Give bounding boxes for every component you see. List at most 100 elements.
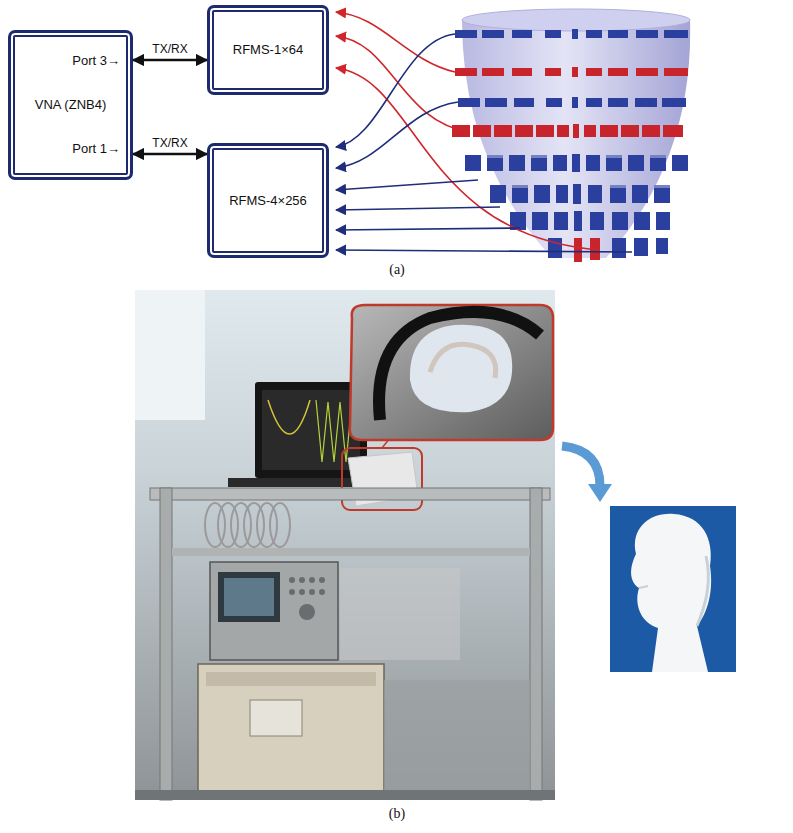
illustration-part xyxy=(608,98,628,107)
illustration-part xyxy=(482,68,504,76)
illustration-part xyxy=(135,290,555,800)
illustration-part xyxy=(350,305,553,440)
illustration-part xyxy=(557,125,569,137)
illustration-part xyxy=(455,67,688,77)
illustration-part xyxy=(299,589,305,595)
illustration-part xyxy=(336,68,600,250)
illustration-part xyxy=(462,20,690,258)
link-label: TX/RX xyxy=(149,136,190,150)
illustration-part xyxy=(588,484,612,502)
illustration-part xyxy=(289,577,325,620)
illustration-part xyxy=(319,589,325,595)
illustration-part xyxy=(198,664,384,792)
illustration-part xyxy=(487,155,503,171)
illustration-part xyxy=(336,250,632,252)
illustration-part xyxy=(289,589,295,595)
illustration-part xyxy=(600,125,618,137)
illustration-part xyxy=(554,212,568,230)
illustration-part xyxy=(487,155,503,158)
illustration-part xyxy=(455,30,477,38)
illustration-part xyxy=(299,604,315,620)
antenna-array xyxy=(452,9,690,262)
illustration-part xyxy=(573,184,581,204)
illustration-part xyxy=(656,238,668,254)
illustration-part xyxy=(384,680,530,792)
instrument-box: Port 3→VNA (ZNB4)Port 1→ xyxy=(8,30,133,180)
illustration-part xyxy=(160,488,172,800)
illustration-part xyxy=(482,30,504,38)
illustration-part xyxy=(309,577,315,583)
panel-label: (a) xyxy=(387,262,407,278)
illustration-part xyxy=(610,506,736,672)
illustration-part xyxy=(532,212,548,230)
illustration-part xyxy=(642,125,660,137)
illustration-part xyxy=(664,68,688,76)
illustration-part xyxy=(584,125,596,137)
illustration-part xyxy=(574,211,582,231)
illustration-part xyxy=(512,185,528,203)
illustration-part xyxy=(572,29,578,39)
illustration-part xyxy=(612,238,626,258)
illustration-part xyxy=(268,400,310,434)
illustration-part xyxy=(135,790,555,800)
illustration-part xyxy=(452,124,683,138)
setup-photo xyxy=(135,290,555,800)
instrument-box: RFMS-4×256 xyxy=(207,143,329,258)
illustration-part xyxy=(270,503,290,547)
illustration-part xyxy=(485,98,507,107)
illustration-part xyxy=(218,503,238,547)
illustration-part xyxy=(586,155,600,171)
illustration-part xyxy=(612,212,628,230)
illustration-part xyxy=(634,212,650,230)
illustration-part xyxy=(336,180,478,190)
illustration-part xyxy=(218,572,280,622)
illustration-part xyxy=(606,155,622,158)
illustration-part xyxy=(250,700,302,736)
illustration-part xyxy=(656,212,670,230)
illustration-part xyxy=(379,312,540,420)
illustration-part xyxy=(473,125,491,137)
illustration-part xyxy=(621,125,639,137)
signal-paths xyxy=(336,12,632,252)
illustration-part xyxy=(172,548,530,556)
illustration-part xyxy=(340,568,460,660)
illustration-part xyxy=(410,325,512,412)
illustration-part xyxy=(697,556,708,626)
transition-arrow xyxy=(562,446,612,502)
illustration-part xyxy=(455,29,688,39)
panel-label: (b) xyxy=(387,806,407,822)
illustration-part xyxy=(654,185,670,188)
illustration-part xyxy=(231,503,251,547)
illustration-part xyxy=(319,577,325,583)
illustration-part xyxy=(534,185,550,203)
illustration-part xyxy=(135,290,205,420)
zoom-inset xyxy=(350,305,553,440)
illustration-part xyxy=(515,125,533,137)
illustration-part xyxy=(574,238,582,262)
illustration-part xyxy=(430,344,496,378)
illustration-part xyxy=(635,98,657,107)
instrument-box: RFMS-1×64 xyxy=(207,5,329,95)
signal-link xyxy=(133,153,207,156)
illustration-part xyxy=(336,34,455,147)
illustration-part xyxy=(462,9,690,31)
illustration-part xyxy=(530,488,542,800)
illustration-part xyxy=(628,155,644,171)
illustration-part xyxy=(342,448,422,510)
illustration-part xyxy=(632,185,648,203)
illustration-part xyxy=(586,98,602,107)
illustration-part xyxy=(608,30,628,38)
illustration-part xyxy=(336,36,470,132)
illustration-part xyxy=(586,68,602,76)
illustration-part xyxy=(206,672,376,686)
illustration-part xyxy=(336,207,500,210)
box-title: VNA (ZNB4) xyxy=(35,97,107,113)
illustration-part xyxy=(654,185,670,203)
illustration-part xyxy=(662,98,686,107)
illustration-part xyxy=(244,503,264,547)
box-title: RFMS-4×256 xyxy=(229,193,307,209)
illustration-part xyxy=(205,503,225,547)
box-title: RFMS-1×64 xyxy=(233,42,303,58)
link-label: TX/RX xyxy=(149,42,190,56)
illustration-part xyxy=(572,154,580,172)
